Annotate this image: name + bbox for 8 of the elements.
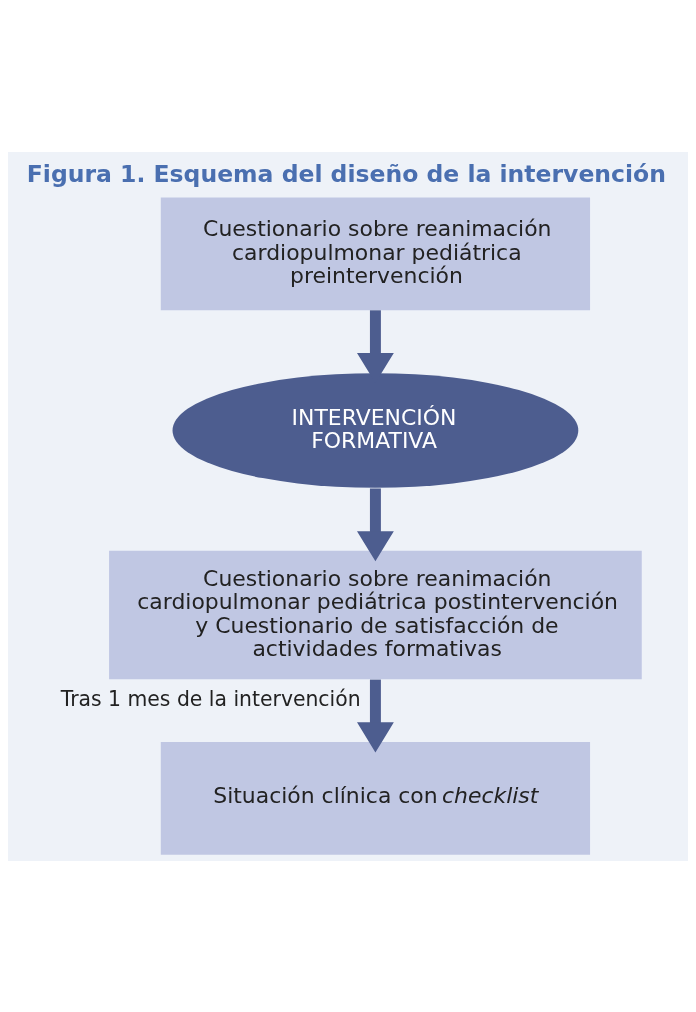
arrow	[357, 488, 394, 561]
diagram-title: Figura 1. Esquema del diseño de la intervención	[26, 159, 666, 188]
node-box: Situación clínica con checklist	[160, 741, 591, 855]
node-ellipse: INTERVENCIÓN FORMATIVA	[172, 372, 579, 488]
node-box: Cuestionario sobre reanimación cardiopulmonar pediátrica preintervención	[160, 196, 591, 310]
edge-label: Tras 1 mes de la intervención	[60, 686, 361, 710]
node-box: Cuestionario sobre reanimación cardiopulmonar pediátrica postintervención y Cuestionario de satisfacción de actividades formativas	[109, 550, 642, 679]
arrow	[357, 679, 394, 752]
